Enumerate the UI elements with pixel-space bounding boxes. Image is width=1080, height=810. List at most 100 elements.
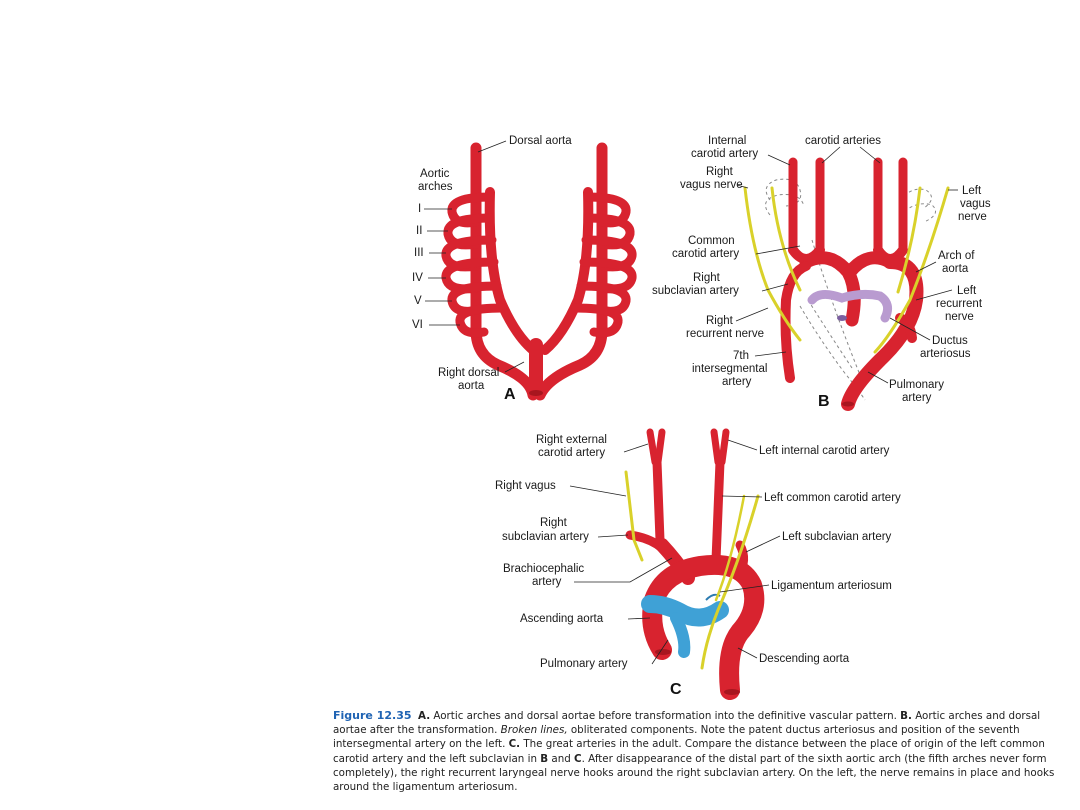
label-bc-artery: artery <box>532 576 562 588</box>
label-left-rec-1: Left <box>957 285 977 297</box>
label-left-vagus-3: nerve <box>958 211 987 223</box>
label-aortic: Aortic <box>420 168 450 180</box>
right-internal-carotid-c <box>654 428 666 466</box>
label-arch-5: V <box>414 295 422 307</box>
right-subclavian-b <box>780 261 811 383</box>
label-right-external: Right external <box>536 434 607 446</box>
label-brachiocephalic: Brachiocephalic <box>503 563 584 575</box>
panel-a: Dorsal aorta Aortic arches I II III IV V… <box>412 135 637 403</box>
caption-text-2: Aortic arches and dorsal aortae after th… <box>333 710 1041 737</box>
left-vagus-c-2 <box>714 494 746 602</box>
panel-c: Right external carotid artery Left inter… <box>495 428 901 700</box>
right-common-carotid-c <box>652 457 665 545</box>
right-arches-a <box>571 192 637 338</box>
left-dorsal-aorta-a <box>470 142 539 401</box>
left-arches-a <box>441 192 507 338</box>
label-descending: Descending aorta <box>759 653 850 665</box>
label-left-common: Left common carotid artery <box>764 492 901 504</box>
caption-text-1: Aortic arches and dorsal aortae before t… <box>430 710 901 722</box>
figure-number: Figure 12.35 <box>333 709 412 722</box>
label-right-sub-1: Right <box>693 272 721 284</box>
label-ascending: Ascending aorta <box>520 613 604 625</box>
label-vagus-nerve: vagus nerve <box>680 179 743 191</box>
right-external-carotid-c <box>646 428 659 466</box>
left-ventral-aorta-a <box>484 187 538 355</box>
label-arch-4: IV <box>412 272 423 284</box>
label-pulmonary-artery: artery <box>902 392 932 404</box>
caption-letter-c: C. <box>508 738 521 751</box>
label-arch-6: VI <box>412 319 423 331</box>
pulmonary-root-c <box>670 612 691 658</box>
broken-arch-1 <box>765 178 802 207</box>
label-left-vagus-1: Left <box>962 185 982 197</box>
caption-ref-b: B <box>540 752 549 765</box>
label-right-dorsal-aorta: aorta <box>458 380 485 392</box>
ascending-opening-c <box>655 649 671 655</box>
broken-arch-3 <box>899 188 932 209</box>
label-common: Common <box>688 235 735 247</box>
label-arch-2: II <box>416 225 422 237</box>
pulmonary-opening-b <box>842 401 854 407</box>
panel-letter-c: C <box>670 681 682 698</box>
label-left-rec-2: recurrent <box>936 298 983 310</box>
right-vagus-c <box>624 470 644 562</box>
left-vagus-nerve-b <box>873 186 950 354</box>
label-left-internal: Left internal carotid artery <box>759 445 890 457</box>
label-7th-artery: artery <box>722 376 752 388</box>
panel-b: Internal carotid artery carotid arteries… <box>652 135 991 411</box>
label-subclavian-artery: subclavian artery <box>652 285 739 297</box>
label-left-subclavian: Left subclavian artery <box>782 531 892 543</box>
label-pulmonary: Pulmonary <box>889 379 944 391</box>
label-7th: 7th <box>733 350 749 362</box>
label-internal-carotid: carotid artery <box>691 148 758 160</box>
right-vagus-nerve-b <box>743 186 802 342</box>
panel-letter-b: B <box>818 393 830 410</box>
broken-dorsal-right <box>799 305 866 401</box>
label-common-carotid: carotid artery <box>672 248 739 260</box>
figure-caption: Figure 12.35 A. Aortic arches and dorsal… <box>333 709 1071 794</box>
caption-text-4: The great arteries in the adult. Compare… <box>333 738 1045 765</box>
left-vagus-nerve-b-2 <box>896 186 922 294</box>
pulmonary-root-b <box>837 315 847 321</box>
left-internal-carotid-c <box>718 428 730 466</box>
label-right-vagus: Right vagus <box>495 480 556 492</box>
label-ligamentum: Ligamentum arteriosum <box>771 580 892 592</box>
label-arch-of: Arch of <box>938 250 975 262</box>
label-right-vagus-1: Right <box>706 166 734 178</box>
caption-text-3: obliterated components. Note the patent … <box>333 724 1020 751</box>
seventh-intersegmental-b <box>895 313 917 343</box>
left-vagus-c <box>700 494 760 670</box>
right-dorsal-aorta-a <box>534 142 608 401</box>
label-arch-aorta: aorta <box>942 263 969 275</box>
label-left-vagus-2: vagus <box>960 198 991 210</box>
label-arch-1: I <box>418 203 421 215</box>
label-arteriosus: arteriosus <box>920 348 971 360</box>
label-subclavian-c: subclavian artery <box>502 531 589 543</box>
label-right-rec-1: Right <box>706 315 734 327</box>
left-common-carotid-c <box>711 457 725 565</box>
label-left-rec-3: nerve <box>945 311 974 323</box>
label-intersegmental: intersegmental <box>692 363 767 375</box>
panel-letter-a: A <box>504 386 516 403</box>
pulmonary-ductus-b <box>807 289 893 323</box>
ligamentum-highlight-c <box>699 591 723 599</box>
caption-ref-c: C <box>574 752 582 765</box>
label-right-sub-c: Right <box>540 517 568 529</box>
label-recurrent-nerve: recurrent nerve <box>686 328 764 340</box>
caption-letter-b: B. <box>900 710 912 722</box>
descending-opening-c <box>724 689 740 695</box>
label-arches: arches <box>418 181 453 193</box>
caption-text-5: . After disappearance of the distal part… <box>333 752 1055 794</box>
broken-arch-2 <box>765 194 805 216</box>
label-internal: Internal <box>708 135 746 147</box>
label-pulmonary-c: Pulmonary artery <box>540 658 628 670</box>
pulmonary-trunk-c <box>641 595 729 627</box>
aortic-arch-c <box>642 554 765 700</box>
left-external-carotid-c <box>710 428 722 466</box>
caption-and: and <box>548 752 575 765</box>
right-ventral-aorta-a <box>540 187 594 355</box>
caption-letter-a: A. <box>418 710 431 722</box>
broken-dorsal-right-2 <box>807 299 853 369</box>
label-right-external-carotid: carotid artery <box>538 447 605 459</box>
